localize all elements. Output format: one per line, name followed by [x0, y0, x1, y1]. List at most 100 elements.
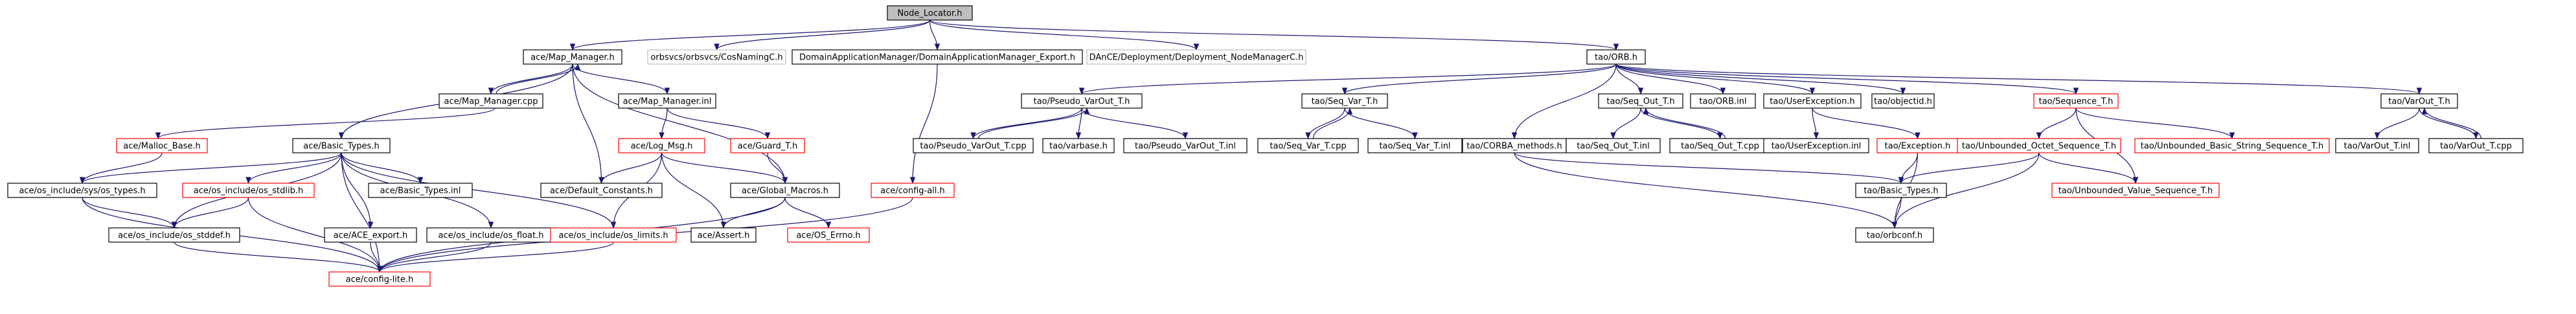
- graph-node-tao-exception-h[interactable]: tao/Exception.h: [1876, 138, 1959, 153]
- graph-node-tao-orb-h[interactable]: tao/ORB.h: [1586, 49, 1646, 65]
- dependency-edge: [1511, 63, 1617, 140]
- node-label: ace/Map_Manager.cpp: [444, 97, 538, 107]
- graph-node-tao-seq-out-t-cpp[interactable]: tao/Seq_Out_T.cpp: [1669, 138, 1771, 153]
- node-box: [618, 93, 716, 109]
- dependency-edge: [1615, 63, 1644, 95]
- graph-node-tao-pseudo-varout-t-inl[interactable]: tao/Pseudo_VarOut_T.inl: [1123, 138, 1248, 153]
- graph-node-orbsvcs-orbsvcs-cosnamingc-h[interactable]: orbsvcs/orbsvcs/CosNamingC.h: [647, 49, 786, 65]
- dependency-edge: [245, 152, 342, 185]
- graph-node-tao-seq-out-t-inl[interactable]: tao/Seq_Out_T.inl: [1566, 138, 1661, 153]
- graph-node-tao-seq-out-t-h[interactable]: tao/Seq_Out_T.h: [1598, 93, 1683, 109]
- graph-node-tao-varout-t-inl[interactable]: tao/VarOut_T.inl: [2335, 138, 2419, 153]
- dependency-edge: [79, 152, 163, 185]
- graph-node-ace-ace-export-h[interactable]: ace/ACE_export.h: [324, 227, 417, 243]
- dependency-edge: [572, 63, 670, 95]
- node-box: [2051, 183, 2220, 198]
- graph-node-tao-userexception-inl[interactable]: tao/UserException.inl: [1763, 138, 1869, 153]
- graph-node-tao-varbase-h[interactable]: tao/varbase.h: [1042, 138, 1115, 153]
- dependency-edge: [929, 19, 1200, 51]
- node-label: ace/Global_Macros.h: [742, 186, 828, 196]
- dependency-edge: [2374, 107, 2420, 140]
- graph-node-tao-seq-var-t-h[interactable]: tao/Seq_Var_T.h: [1301, 93, 1388, 109]
- graph-node-ace-os-include-os-limits-h[interactable]: ace/os_include/os_limits.h: [550, 227, 677, 243]
- node-label: ace/os_include/os_limits.h: [558, 231, 668, 241]
- graph-node-tao-sequence-t-h[interactable]: tao/Sequence_T.h: [2033, 93, 2119, 109]
- node-label: ace/OS_Errno.h: [796, 231, 860, 241]
- graph-node-ace-log-msg-h[interactable]: ace/Log_Msg.h: [618, 138, 705, 153]
- graph-node-tao-unbounded-basic-string-sequence-t-h[interactable]: tao/Unbounded_Basic_String_Sequence_T.h: [2134, 138, 2330, 153]
- graph-node-ace-global-macros-h[interactable]: ace/Global_Macros.h: [730, 183, 840, 198]
- graph-node-ace-guard-t-h[interactable]: ace/Guard_T.h: [730, 138, 805, 153]
- graph-node-ace-os-include-sys-os-types-h[interactable]: ace/os_include/sys/os_types.h: [7, 183, 157, 198]
- dependency-edge: [598, 152, 663, 185]
- dependency-edge: [1081, 107, 1189, 140]
- graph-node-domainapplicationmanager-domainapplicationmanager-export-h[interactable]: DomainApplicationManager/DomainApplicati…: [792, 49, 1083, 65]
- node-box: [730, 183, 840, 198]
- graph-node-tao-userexception-h[interactable]: tao/UserException.h: [1763, 93, 1862, 109]
- node-box: [1367, 138, 1463, 153]
- dependency-edge: [82, 197, 177, 229]
- node-box: [887, 5, 973, 21]
- node-box: [1871, 93, 1935, 109]
- graph-node-tao-objectid-h[interactable]: tao/objectid.h: [1871, 93, 1935, 109]
- dependency-edge: [376, 241, 492, 273]
- graph-node-tao-orb-inl[interactable]: tao/ORB.inl: [1690, 93, 1756, 109]
- node-box: [7, 183, 157, 198]
- node-label: tao/UserException.inl: [1772, 142, 1862, 151]
- node-label: tao/Seq_Var_T.cpp: [1270, 142, 1346, 151]
- dependency-edge: [341, 152, 617, 229]
- graph-node-tao-unbounded-value-sequence-t-h[interactable]: tao/Unbounded_Value_Sequence_T.h: [2051, 183, 2220, 198]
- node-label: ace/Log_Msg.h: [631, 142, 693, 151]
- graph-node-tao-basic-types-h[interactable]: tao/Basic_Types.h: [1855, 183, 1947, 198]
- graph-node-ace-map-manager-cpp[interactable]: ace/Map_Manager.cpp: [439, 93, 543, 109]
- node-box: [1598, 93, 1683, 109]
- graph-node-tao-seq-var-t-cpp[interactable]: tao/Seq_Var_T.cpp: [1257, 138, 1359, 153]
- graph-node-ace-default-constants-h[interactable]: ace/Default_Constants.h: [540, 183, 663, 198]
- dependency-edge: [667, 107, 771, 140]
- graph-node-tao-pseudo-varout-t-h[interactable]: tao/Pseudo_VarOut_T.h: [1021, 93, 1143, 109]
- dependency-edge: [496, 63, 581, 95]
- graph-node-ace-config-lite-h[interactable]: ace/config-lite.h: [328, 271, 431, 287]
- graph-node-ace-basic-types-h[interactable]: ace/Basic_Types.h: [292, 138, 391, 153]
- dependency-edge: [784, 197, 832, 229]
- graph-node-ace-basic-types-inl[interactable]: ace/Basic_Types.inl: [368, 183, 473, 198]
- graph-node-ace-map-manager-h[interactable]: ace/Map_Manager.h: [523, 49, 622, 65]
- dependency-edge: [714, 19, 931, 51]
- dependency-edge: [1514, 152, 1898, 229]
- node-box: [1566, 138, 1661, 153]
- dependency-edge: [1812, 107, 1819, 140]
- graph-node-tao-seq-var-t-inl[interactable]: tao/Seq_Var_T.inl: [1367, 138, 1463, 153]
- graph-node-ace-map-manager-inl[interactable]: ace/Map_Manager.inl: [618, 93, 716, 109]
- graph-node-tao-varout-t-cpp[interactable]: tao/VarOut_T.cpp: [2428, 138, 2524, 153]
- dependency-edge: [1079, 63, 1617, 95]
- graph-node-tao-corba-methods-h[interactable]: tao/CORBA_methods.h: [1462, 138, 1567, 153]
- node-box: [913, 138, 1034, 153]
- graph-node-ace-assert-h[interactable]: ace/Assert.h: [690, 227, 757, 243]
- graph-node-ace-os-include-os-float-h[interactable]: ace/os_include/os_float.h: [426, 227, 556, 243]
- graph-node-node-locator-h[interactable]: Node_Locator.h: [887, 5, 973, 21]
- node-label: tao/VarOut_T.inl: [2344, 142, 2411, 151]
- graph-node-tao-orbconf-h[interactable]: tao/orbconf.h: [1855, 227, 1934, 243]
- graph-node-ace-os-include-os-stddef-h[interactable]: ace/os_include/os_stddef.h: [108, 227, 240, 243]
- graph-node-ace-os-include-os-stdlib-h[interactable]: ace/os_include/os_stdlib.h: [182, 183, 315, 198]
- graph-node-tao-varout-t-h[interactable]: tao/VarOut_T.h: [2380, 93, 2458, 109]
- graph-node-ace-malloc-base-h[interactable]: ace/Malloc_Base.h: [116, 138, 208, 153]
- dependency-edge: [2036, 107, 2077, 140]
- node-box: [182, 183, 315, 198]
- dependency-edge: [572, 63, 604, 185]
- node-box: [523, 49, 622, 65]
- graph-node-tao-pseudo-varout-t-cpp[interactable]: tao/Pseudo_VarOut_T.cpp: [913, 138, 1034, 153]
- graph-node-ace-os-errno-h[interactable]: ace/OS_Errno.h: [787, 227, 870, 243]
- dependency-edge: [488, 63, 573, 95]
- graph-node-ace-config-all-h[interactable]: ace/config-all.h: [871, 183, 955, 198]
- node-label: DomainApplicationManager/DomainApplicati…: [799, 53, 1075, 63]
- dependency-edge: [572, 63, 788, 185]
- node-box: [787, 227, 870, 243]
- graph-node-dance-deployment-deployment-nodemanagerc-h[interactable]: DAnCE/Deployment/Deployment_NodeManagerC…: [1086, 49, 1306, 65]
- node-label: ace/ACE_export.h: [334, 231, 407, 241]
- graph-node-tao-unbounded-octet-sequence-t-h[interactable]: tao/Unbounded_Octet_Sequence_T.h: [1957, 138, 2121, 153]
- dependency-edge: [1643, 107, 1726, 139]
- node-label: tao/VarOut_T.h: [2388, 97, 2450, 107]
- dependency-edge: [341, 152, 374, 229]
